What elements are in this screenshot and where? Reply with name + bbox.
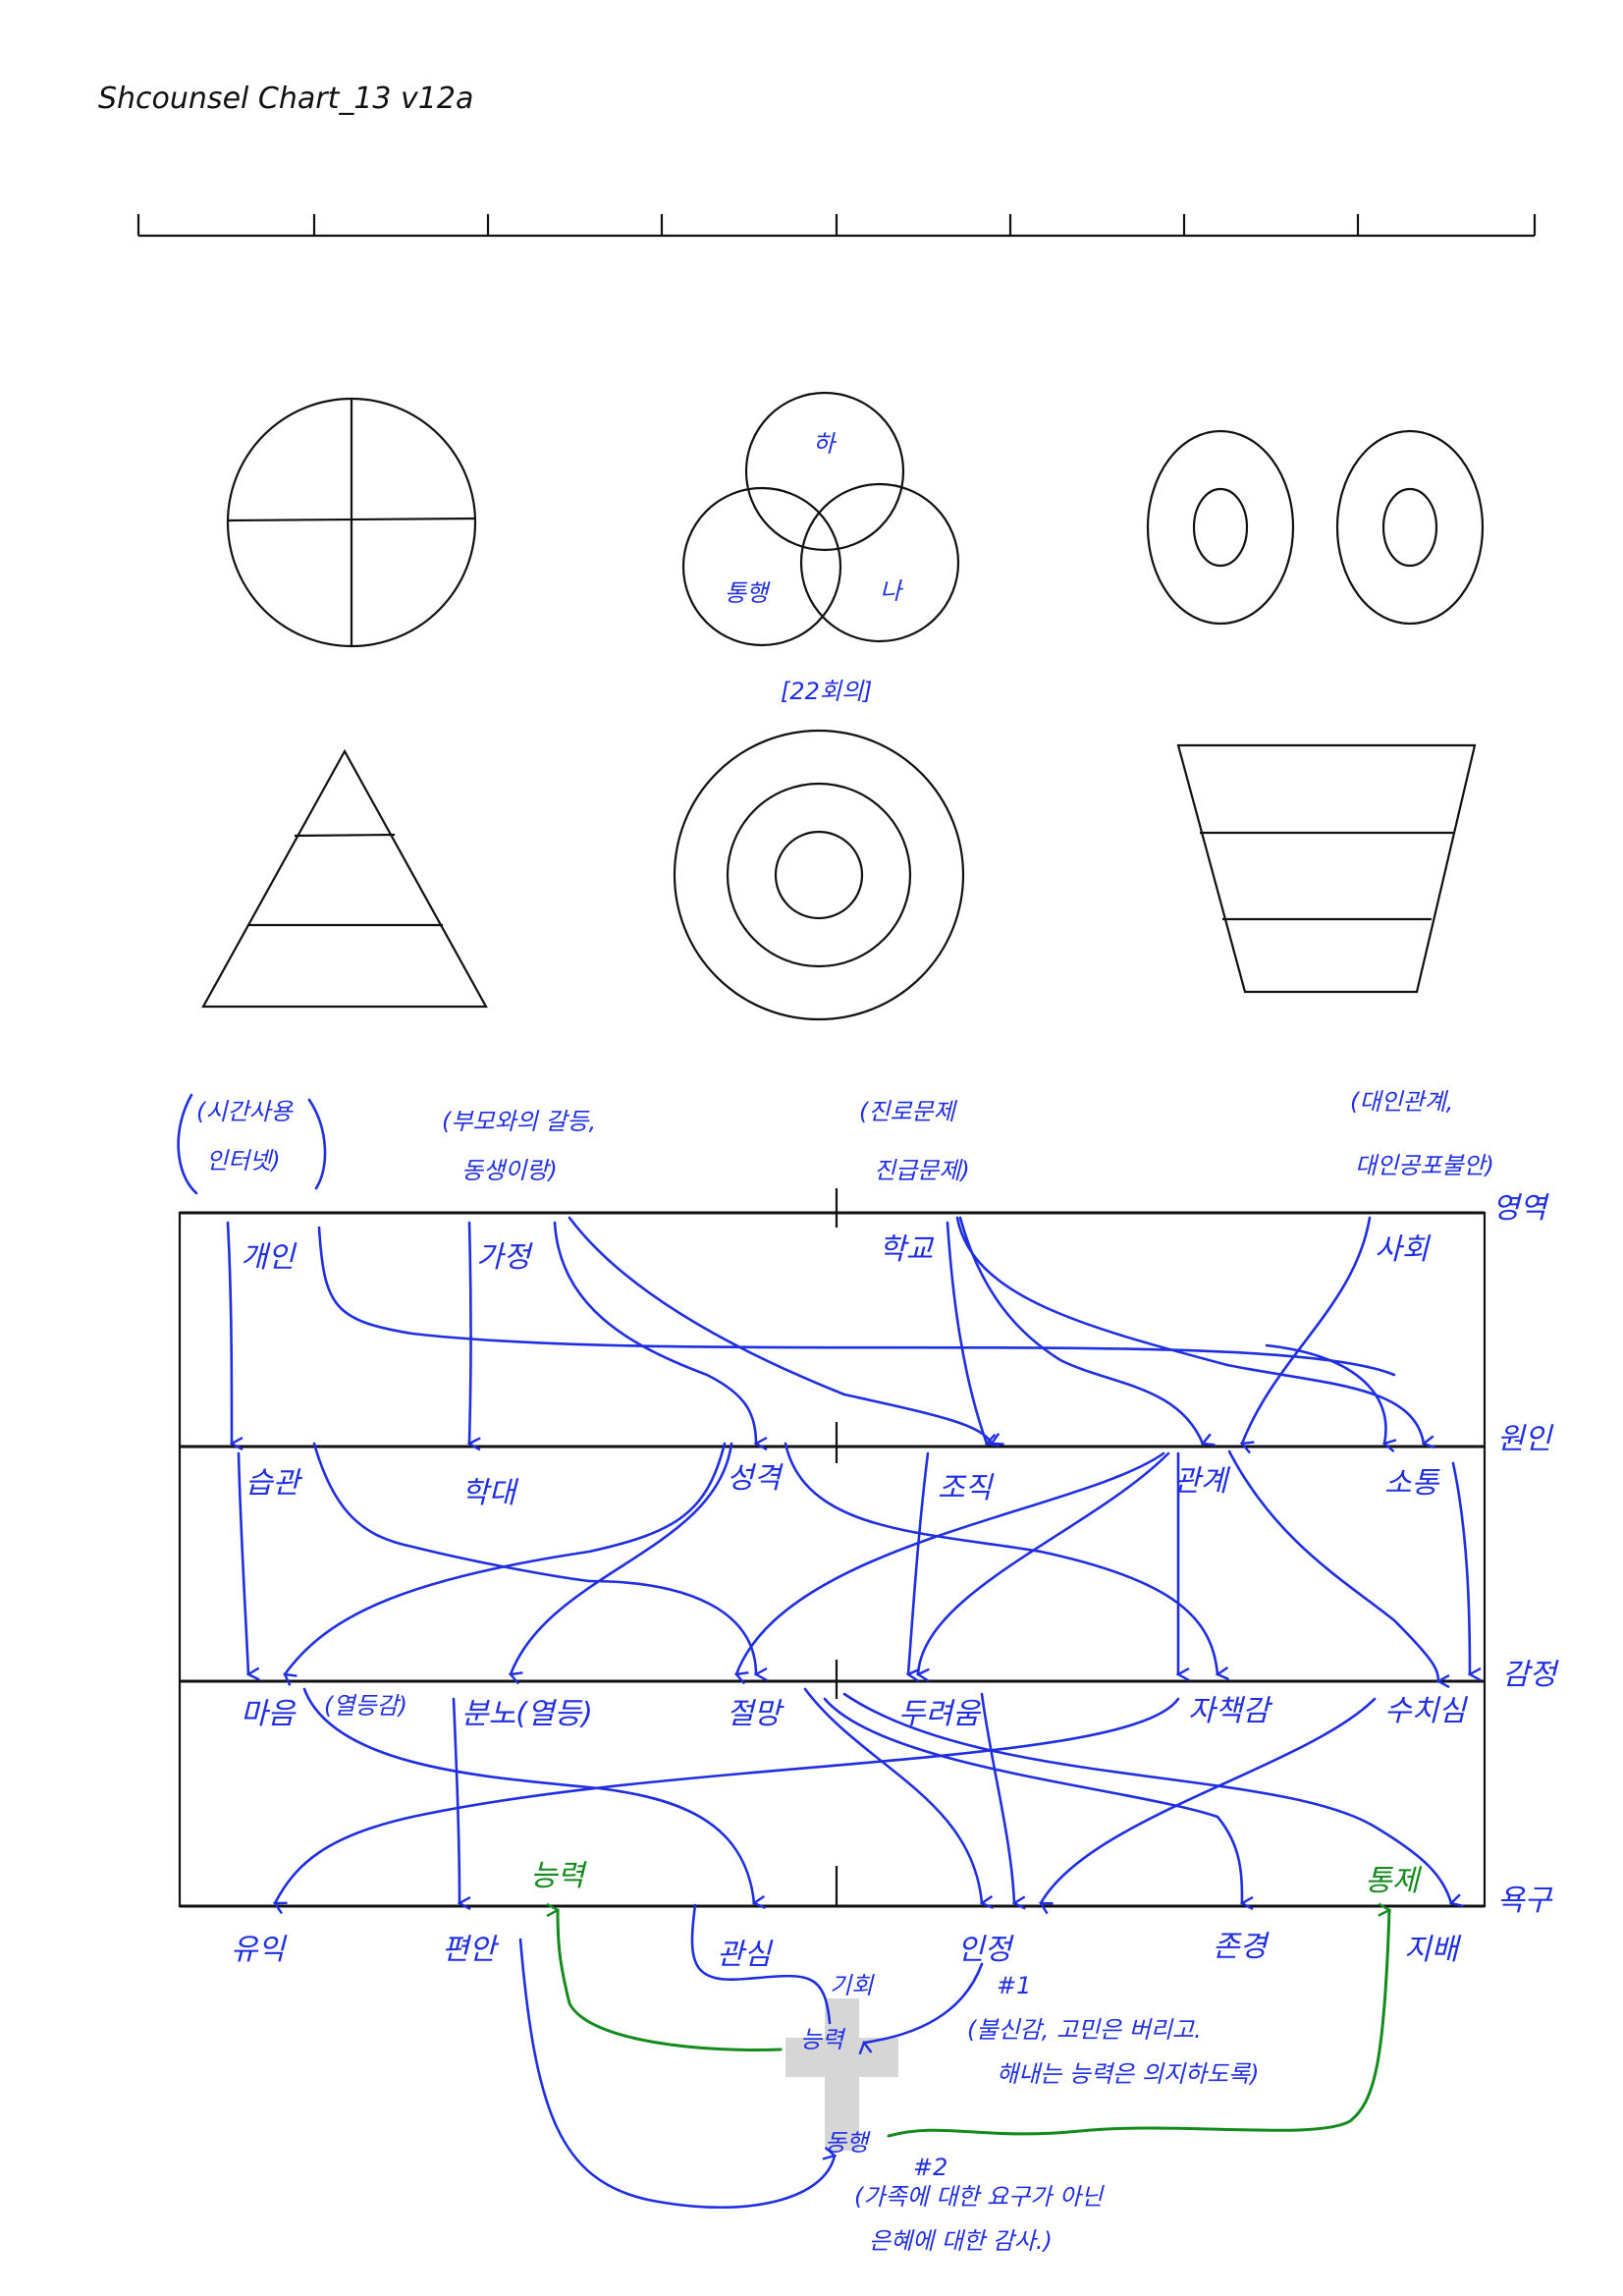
donut-pair bbox=[1146, 429, 1485, 626]
level-labels: 영역 원인 감정 욕구 bbox=[1492, 1191, 1560, 1918]
level-table bbox=[178, 1188, 1487, 1908]
emotion-1: 마음 bbox=[241, 1697, 297, 1731]
level-cause: 원인 bbox=[1497, 1422, 1554, 1456]
note2-tag: #2 bbox=[913, 2154, 947, 2181]
quartered-circle bbox=[226, 397, 477, 648]
emotion-2: (열등감) bbox=[324, 1692, 407, 1720]
domain-society: 사회 bbox=[1375, 1232, 1432, 1267]
venn-label-left: 통행 bbox=[725, 579, 771, 607]
cause-row: 습관 학대 성격 조직 관계 소통 bbox=[245, 1461, 1440, 1510]
need-green-ability: 능력 bbox=[530, 1859, 588, 1893]
cause-6: 소통 bbox=[1384, 1466, 1440, 1501]
need-3: 관심 bbox=[717, 1938, 774, 1972]
cause-4: 조직 bbox=[938, 1471, 995, 1505]
annotation-1-line2: 인터넷) bbox=[206, 1147, 281, 1175]
emotion-6: 자책감 bbox=[1188, 1694, 1273, 1728]
concentric-circles bbox=[673, 729, 965, 1021]
funnel bbox=[1176, 743, 1477, 994]
venn-label-top: 하 bbox=[813, 430, 838, 458]
annotation-2-line1: (부모와의 갈등, bbox=[442, 1108, 596, 1135]
annotation-1-line1: (시간사용 bbox=[196, 1098, 295, 1125]
venn-label-right: 나 bbox=[880, 577, 904, 605]
cause-2: 학대 bbox=[461, 1476, 519, 1510]
annotation-3-line2: 진급문제) bbox=[874, 1157, 970, 1184]
chart-title: Shcounsel Chart_13 v12a bbox=[98, 82, 473, 116]
domain-row: 개인 가정 학교 사회 bbox=[241, 1232, 1432, 1275]
domain-individual: 개인 bbox=[241, 1240, 298, 1275]
top-annotations: (시간사용 인터넷) (부모와의 갈등, 동생이랑) (진로문제 진급문제) (… bbox=[177, 1088, 1494, 1195]
domain-school: 학교 bbox=[879, 1232, 935, 1267]
level-domain: 영역 bbox=[1492, 1191, 1550, 1226]
cause-5: 관계 bbox=[1173, 1464, 1231, 1499]
annotation-2-line2: 동생이랑) bbox=[461, 1157, 558, 1184]
note2-line2: 은혜에 대한 감사.) bbox=[869, 2227, 1053, 2255]
ability-label: 능력 bbox=[800, 2026, 846, 2053]
emotion-7: 수치심 bbox=[1384, 1694, 1468, 1728]
cause-1: 습관 bbox=[245, 1466, 303, 1501]
need-2: 편안 bbox=[442, 1933, 500, 1967]
accompany-label: 동행 bbox=[825, 2129, 871, 2157]
note1-tag: #1 bbox=[997, 1972, 1031, 1999]
venn-caption: [22회의] bbox=[781, 678, 872, 705]
cause-3: 성격 bbox=[727, 1461, 784, 1496]
emotion-4: 절망 bbox=[727, 1697, 785, 1731]
note1-line1: (불신감, 고민은 버리고. bbox=[967, 2016, 1202, 2044]
need-6: 지배 bbox=[1404, 1933, 1462, 1967]
domain-family: 가정 bbox=[476, 1240, 534, 1275]
venn-diagram: 하 통행 나 [22회의] bbox=[681, 391, 960, 705]
need-1: 유익 bbox=[231, 1933, 288, 1967]
level-need: 욕구 bbox=[1497, 1884, 1553, 1918]
note2-line1: (가족에 대한 요구가 아닌 bbox=[854, 2183, 1105, 2211]
opportunity-label: 기회 bbox=[830, 1972, 875, 1999]
annotation-3-line1: (진로문제 bbox=[859, 1098, 958, 1125]
ruler bbox=[136, 214, 1537, 238]
note1-line2: 해내는 능력은 의지하도록) bbox=[997, 2060, 1260, 2088]
connection-arrows bbox=[226, 1216, 1470, 1903]
annotation-4-line1: (대인관계, bbox=[1350, 1088, 1453, 1116]
need-4: 인정 bbox=[957, 1933, 1015, 1967]
need-row: 유익 편안 관심 인정 존경 지배 능력 통제 bbox=[231, 1859, 1462, 1972]
need-5: 존경 bbox=[1213, 1930, 1271, 1964]
placeholder-cross bbox=[785, 1998, 898, 2151]
annotation-4-line2: 대인공포불안) bbox=[1355, 1152, 1494, 1179]
pyramid bbox=[201, 748, 488, 1009]
emotion-5: 두려움 bbox=[898, 1697, 982, 1731]
emotion-row: 마음 (열등감) 분노(열등) 절망 두려움 자책감 수치심 bbox=[241, 1692, 1468, 1731]
level-emotion: 감정 bbox=[1502, 1658, 1560, 1692]
emotion-3: 분노(열등) bbox=[461, 1697, 593, 1731]
bottom-notes: 기회 능력 #1 (불신감, 고민은 버리고. 해내는 능력은 의지하도록) 동… bbox=[518, 1905, 1389, 2255]
need-green-control: 통제 bbox=[1365, 1864, 1423, 1898]
